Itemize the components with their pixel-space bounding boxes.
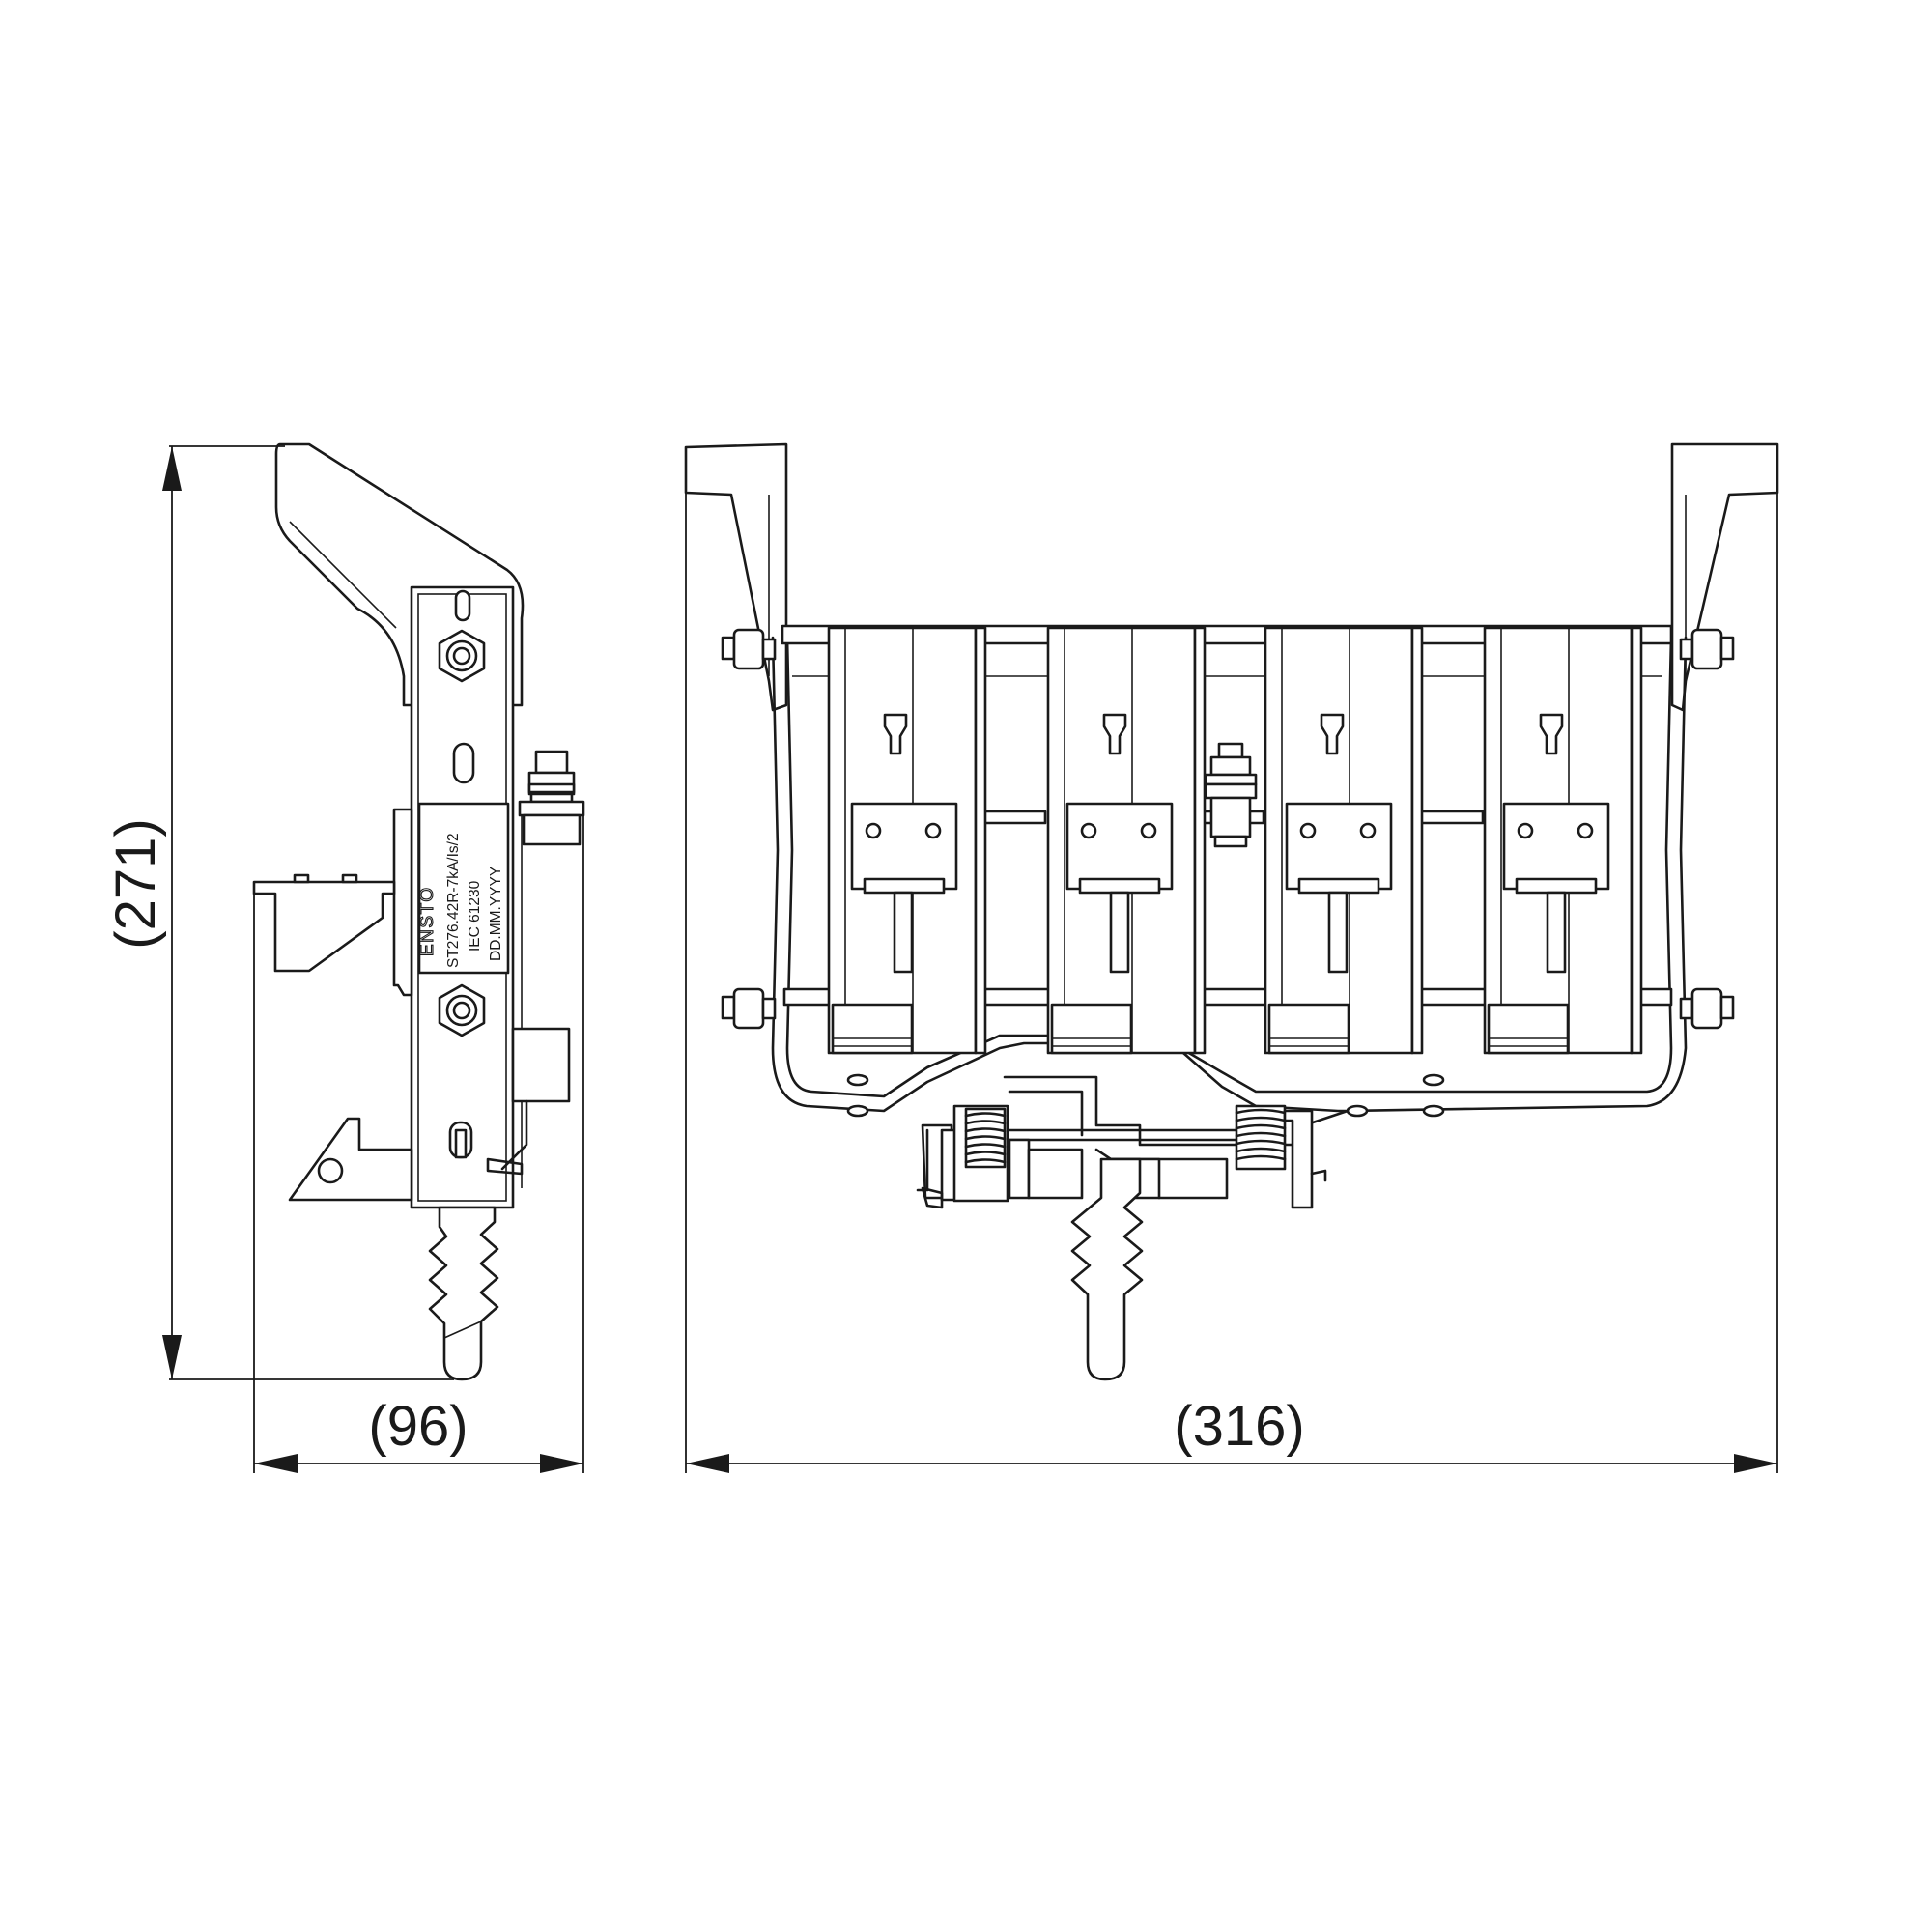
front-view-mechanism (916, 1075, 1350, 1209)
left-spring (964, 1107, 1007, 1169)
side-view-lower-block (511, 1027, 571, 1103)
side-view-left-bracket (392, 808, 413, 997)
label-model: ST276.42R-7kA/Is/2 (445, 833, 462, 968)
side-view-latch (448, 1121, 524, 1176)
side-view-lower-lever (500, 1099, 528, 1171)
front-view-rail-feet (846, 1073, 1445, 1118)
module-2 (1046, 626, 1207, 1055)
label-standard: IEC 61230 (467, 880, 483, 952)
side-view-hook-inner-line (289, 521, 397, 629)
dimension-side-width-label: (96) (368, 1395, 468, 1458)
front-view-insulator (1070, 1157, 1144, 1381)
dimension-height: (271) (104, 445, 454, 1380)
front-view-right-hook (1670, 442, 1779, 712)
right-spring (1235, 1104, 1287, 1171)
side-view-top-slot (454, 589, 471, 622)
module-4 (1483, 626, 1643, 1055)
front-view-cross-link-3 (1413, 810, 1485, 825)
front-view-bottom-right-bolt (1679, 987, 1735, 1030)
side-view-bottom-bracket (288, 1117, 413, 1202)
side-view-mid-slot (452, 742, 475, 784)
dimension-side-width: (96) (253, 815, 584, 1473)
label-date: DD.MM.YYYY (488, 867, 504, 961)
module-3 (1264, 626, 1424, 1055)
dimension-front-width: (316) (685, 444, 1778, 1473)
front-view-cross-link-1 (976, 810, 1047, 825)
front-view-left-hook (684, 442, 788, 712)
front-view-center-bolt (1204, 742, 1258, 848)
side-view: ENSTO ST276.42R-7kA/Is/2 IEC 61230 DD.MM… (252, 442, 585, 1381)
front-view-bottom-left-bolt (721, 987, 777, 1030)
front-view-top-right-bolt (1679, 628, 1735, 670)
dimension-height-label: (271) (104, 818, 167, 949)
side-view-right-bolt (518, 750, 585, 846)
front-view-bottom-rail (782, 987, 1673, 1007)
side-view-top-nut (438, 629, 486, 683)
side-view-insulator-tip (443, 1321, 482, 1339)
module-1 (827, 626, 987, 1055)
front-view-top-left-bolt (721, 628, 777, 670)
front-view (684, 442, 1779, 1381)
dimension-front-width-label: (316) (1174, 1395, 1304, 1458)
front-view-top-rail (781, 624, 1673, 645)
side-view-bottom-nut (438, 983, 486, 1037)
side-view-bracket-hole (317, 1157, 344, 1184)
label-brand: ENSTO (417, 886, 438, 956)
side-view-insulator (428, 1206, 499, 1381)
side-view-arm-pin-1 (293, 873, 310, 884)
side-view-arm-pin-2 (341, 873, 358, 884)
side-view-arm-plate (252, 880, 396, 973)
label-plate: ENSTO ST276.42R-7kA/Is/2 IEC 61230 DD.MM… (416, 802, 510, 975)
